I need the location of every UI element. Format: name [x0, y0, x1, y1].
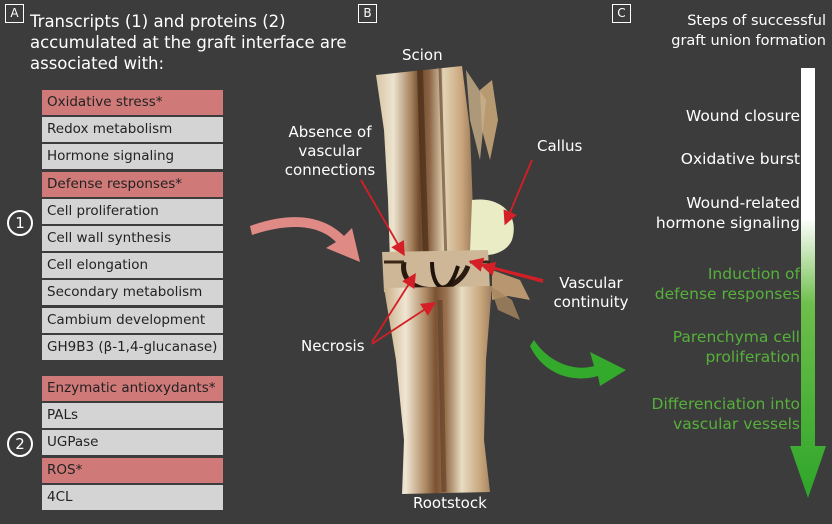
step-3-line-2: hormone signaling — [655, 214, 800, 232]
callus-tissue — [470, 199, 514, 256]
panel-c-header-line-2: graft union formation — [671, 33, 826, 49]
list-item: Hormone signaling — [42, 144, 223, 170]
list-item: 4CL — [42, 484, 223, 510]
absence-label-line-1: Absence of — [288, 123, 372, 141]
vascular-continuity-line-2: continuity — [553, 293, 629, 311]
pink-flow-arrow — [250, 217, 360, 262]
step-5-line-1: Parenchyma cell — [672, 328, 800, 346]
rootstock-stem — [384, 270, 530, 494]
vascular-continuity-line-1: Vascular — [559, 274, 623, 292]
step-4-line-2: defense responses — [654, 285, 800, 303]
scion-label: Scion — [402, 46, 443, 64]
callus-pointer-arrow — [503, 159, 533, 226]
scion-stem — [376, 66, 498, 263]
list-item: Cell wall synthesis — [42, 225, 223, 251]
list-item: Secondary metabolism — [42, 280, 223, 306]
panel-c-tag: C — [612, 4, 631, 23]
step-3: Wound-related hormone signaling — [600, 193, 800, 233]
absence-pointer-arrow — [360, 179, 405, 257]
list-item: Defense responses* — [42, 171, 223, 197]
steps-progress-arrow — [790, 68, 826, 498]
absence-label-line-3: connections — [284, 161, 376, 179]
panel-b-tag: B — [358, 4, 377, 23]
panel-a-header-line-2: accumulated at the graft interface are — [30, 33, 347, 52]
step-2: Oxidative burst — [600, 149, 800, 169]
list-item: GH9B3 (β-1,4-glucanase) — [42, 334, 223, 360]
rootstock-label: Rootstock — [413, 494, 487, 512]
list-item: Cell proliferation — [42, 198, 223, 224]
panel-a-header-line-1: Transcripts (1) and proteins (2) — [30, 12, 286, 31]
list-item: ROS* — [42, 457, 223, 483]
necrosis-pointer-arrow-1 — [371, 272, 416, 343]
step-4-line-1: Induction of — [707, 265, 800, 283]
necrosis-pointer-arrow-2 — [371, 302, 437, 345]
step-6-line-2: vascular vessels — [673, 415, 800, 433]
step-1-line-1: Wound closure — [685, 107, 800, 125]
list-item: Cambium development — [42, 307, 223, 333]
vascular-pointer-arrow-2 — [480, 261, 544, 283]
step-5: Parenchyma cell proliferation — [600, 327, 800, 367]
step-5-line-2: proliferation — [705, 348, 800, 366]
absence-label-line-2: vascular — [298, 142, 362, 160]
callus-label: Callus — [537, 137, 583, 155]
list-item: Enzymatic antioxydants* — [42, 376, 223, 401]
green-flow-arrow — [530, 340, 626, 386]
panel-a-header: Transcripts (1) and proteins (2) accumul… — [30, 11, 360, 74]
group-2-marker: 2 — [7, 431, 33, 457]
step-6: Differenciation into vascular vessels — [600, 394, 800, 434]
step-3-line-1: Wound-related — [686, 194, 800, 212]
list-item: UGPase — [42, 430, 223, 456]
group-1-marker: 1 — [7, 210, 33, 236]
step-4: Induction of defense responses — [600, 264, 800, 304]
vascular-continuity-label: Vascular continuity — [550, 274, 632, 312]
list-item: Redox metabolism — [42, 117, 223, 143]
step-6-line-1: Differenciation into — [651, 395, 800, 413]
absence-label: Absence of vascular connections — [268, 123, 392, 180]
necrosis-label: Necrosis — [301, 337, 365, 355]
list-item: Cell elongation — [42, 253, 223, 279]
list-item: PALs — [42, 403, 223, 429]
panel-a-tag: A — [5, 4, 24, 23]
panel-a-header-line-3: associated with: — [30, 54, 165, 73]
panel-c-header-line-1: Steps of successful — [687, 13, 826, 29]
list-item: Oxidative stress* — [42, 90, 223, 115]
step-2-line-1: Oxidative burst — [680, 150, 800, 168]
panel-c-header: Steps of successful graft union formatio… — [630, 11, 826, 51]
step-1: Wound closure — [600, 106, 800, 126]
